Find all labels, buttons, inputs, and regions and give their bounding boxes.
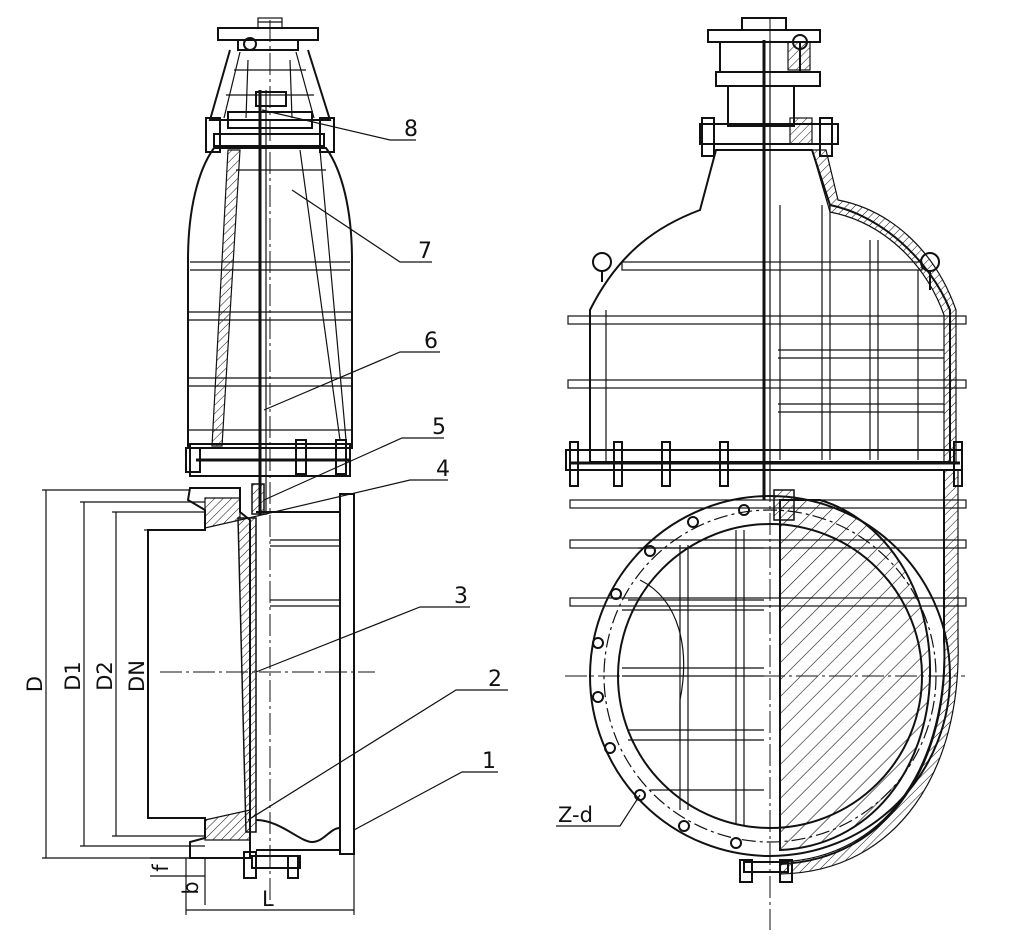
- front-yoke-ring: [715, 71, 821, 87]
- body-bottom-curve: [255, 819, 341, 844]
- flange-bolt-1: [295, 439, 307, 475]
- dim-label-DN: DN: [125, 660, 149, 692]
- yoke-bracket: [208, 49, 332, 121]
- yoke-rings: [226, 69, 314, 96]
- stem-bush: [251, 483, 265, 515]
- body-wall-section-top: [204, 497, 241, 529]
- dim-label-L: L: [262, 887, 274, 911]
- callout-1: 1: [482, 749, 496, 774]
- callout-6: 6: [424, 329, 438, 354]
- top-nut-block: [257, 17, 283, 29]
- bottom-cover: [251, 855, 301, 869]
- dim-label-D2: D2: [93, 661, 117, 691]
- dimension-labels: D D1 D2 DN L b f Z-d: [23, 660, 593, 911]
- front-bonnet-wall: [811, 149, 957, 463]
- drain-plug-left: [243, 851, 257, 879]
- part-callout-labels: 8 7 6 5 4 3 2 1: [404, 117, 502, 774]
- flange-bolt-holes: [592, 504, 750, 849]
- front-gland-section: [789, 117, 813, 145]
- side-view: [42, 17, 508, 915]
- bore-grid: [622, 530, 764, 825]
- bonnet-wall-section: [211, 149, 241, 447]
- callout-leaders: [239, 109, 508, 831]
- front-bonnet-grid: [605, 205, 944, 462]
- zd-leader: [556, 794, 641, 827]
- flange-bolt-2: [335, 439, 347, 475]
- front-top-nut: [741, 17, 787, 31]
- dim-label-f: f: [149, 864, 173, 872]
- callout-2: 2: [488, 667, 502, 692]
- valve-body-left: [147, 487, 251, 859]
- top-bearing: [243, 37, 257, 51]
- bonnet-body: [187, 147, 353, 449]
- front-view: [556, 17, 967, 930]
- dim-label-D1: D1: [61, 661, 85, 691]
- front-bonnet-flange: [699, 123, 839, 145]
- callout-4: 4: [436, 457, 450, 482]
- callout-5: 5: [432, 415, 446, 440]
- gate-disc: [237, 517, 257, 833]
- front-yoke-lower: [727, 85, 795, 127]
- callout-3: 3: [454, 584, 468, 609]
- callout-8: 8: [404, 117, 418, 142]
- front-stem-nut: [773, 489, 795, 521]
- front-bonnet-bolt-left: [701, 117, 715, 157]
- top-flange-plate: [217, 27, 319, 41]
- lifting-eye-left: [592, 252, 612, 272]
- front-bottom-cover: [743, 861, 789, 873]
- right-flange: [339, 493, 355, 855]
- bonnet-internal-lines: [236, 149, 347, 441]
- front-ribs: [567, 261, 967, 607]
- body-outline: [256, 511, 340, 851]
- dim-label-Zd: Z-d: [558, 803, 593, 827]
- dim-label-D: D: [23, 676, 47, 692]
- bonnet-top-flange: [213, 133, 325, 147]
- dim-label-b: b: [179, 881, 203, 894]
- callout-7: 7: [418, 239, 432, 264]
- bolt-circle: [603, 509, 937, 843]
- body-ribs: [270, 539, 340, 607]
- stem-nut: [255, 91, 287, 107]
- front-flange-bolts: [569, 441, 963, 487]
- gate-disc-section: [779, 499, 932, 852]
- dimension-lines: [42, 489, 355, 915]
- flange-bolt-left: [185, 447, 201, 473]
- yoke-ribs: [223, 51, 315, 119]
- body-wall-section-bottom: [204, 809, 251, 841]
- top-cap-block: [237, 39, 299, 51]
